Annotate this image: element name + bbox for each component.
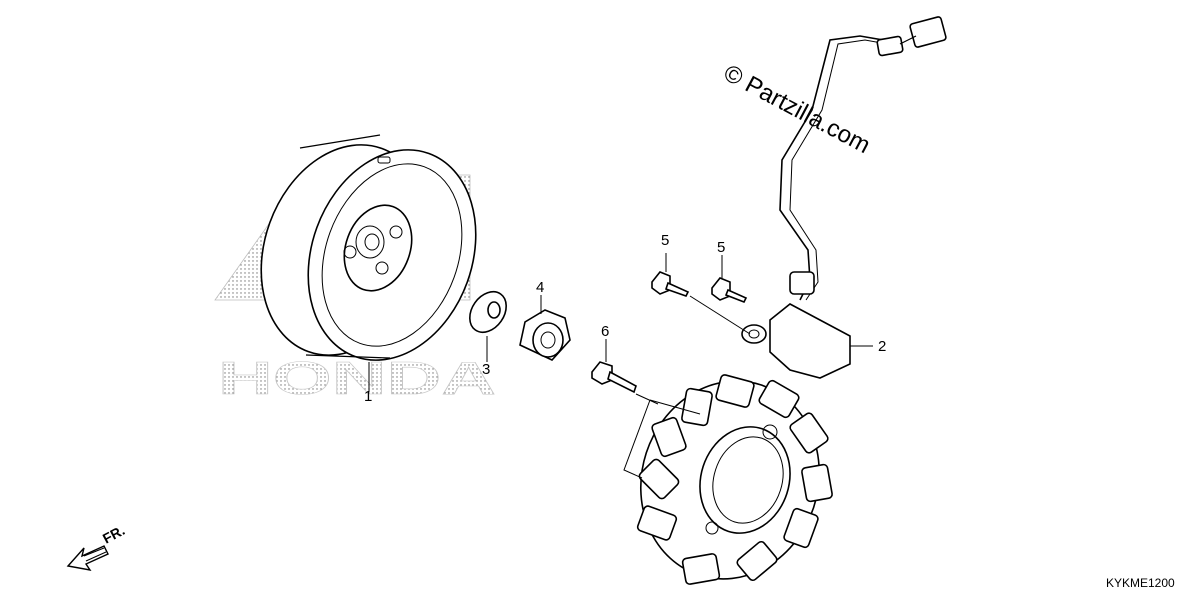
callout-4: 4 xyxy=(536,279,544,296)
callout-3: 3 xyxy=(482,361,490,378)
flange-nut xyxy=(519,309,571,361)
stator-core xyxy=(636,374,833,585)
bolt-6 xyxy=(591,361,637,394)
callout-1: 1 xyxy=(364,388,372,405)
callout-6: 6 xyxy=(601,323,609,340)
connector-plug xyxy=(876,16,947,57)
callout-2: 2 xyxy=(878,338,886,355)
stator-assembly xyxy=(636,16,947,585)
callout-5-right: 5 xyxy=(717,239,725,256)
front-label: FR. xyxy=(100,522,127,547)
washer xyxy=(469,290,507,334)
leader-lines xyxy=(368,253,873,479)
arrow-left-down-icon xyxy=(66,545,109,571)
front-direction-indicator: FR. xyxy=(66,522,127,571)
bolt-5-right xyxy=(711,277,748,304)
callout-5-left: 5 xyxy=(661,232,669,249)
bolt-5-left xyxy=(651,271,690,297)
flywheel-rotor xyxy=(260,134,477,361)
honda-wordmark: HONDA xyxy=(218,352,496,404)
diagram-code: KYKME1200 xyxy=(1106,576,1175,590)
